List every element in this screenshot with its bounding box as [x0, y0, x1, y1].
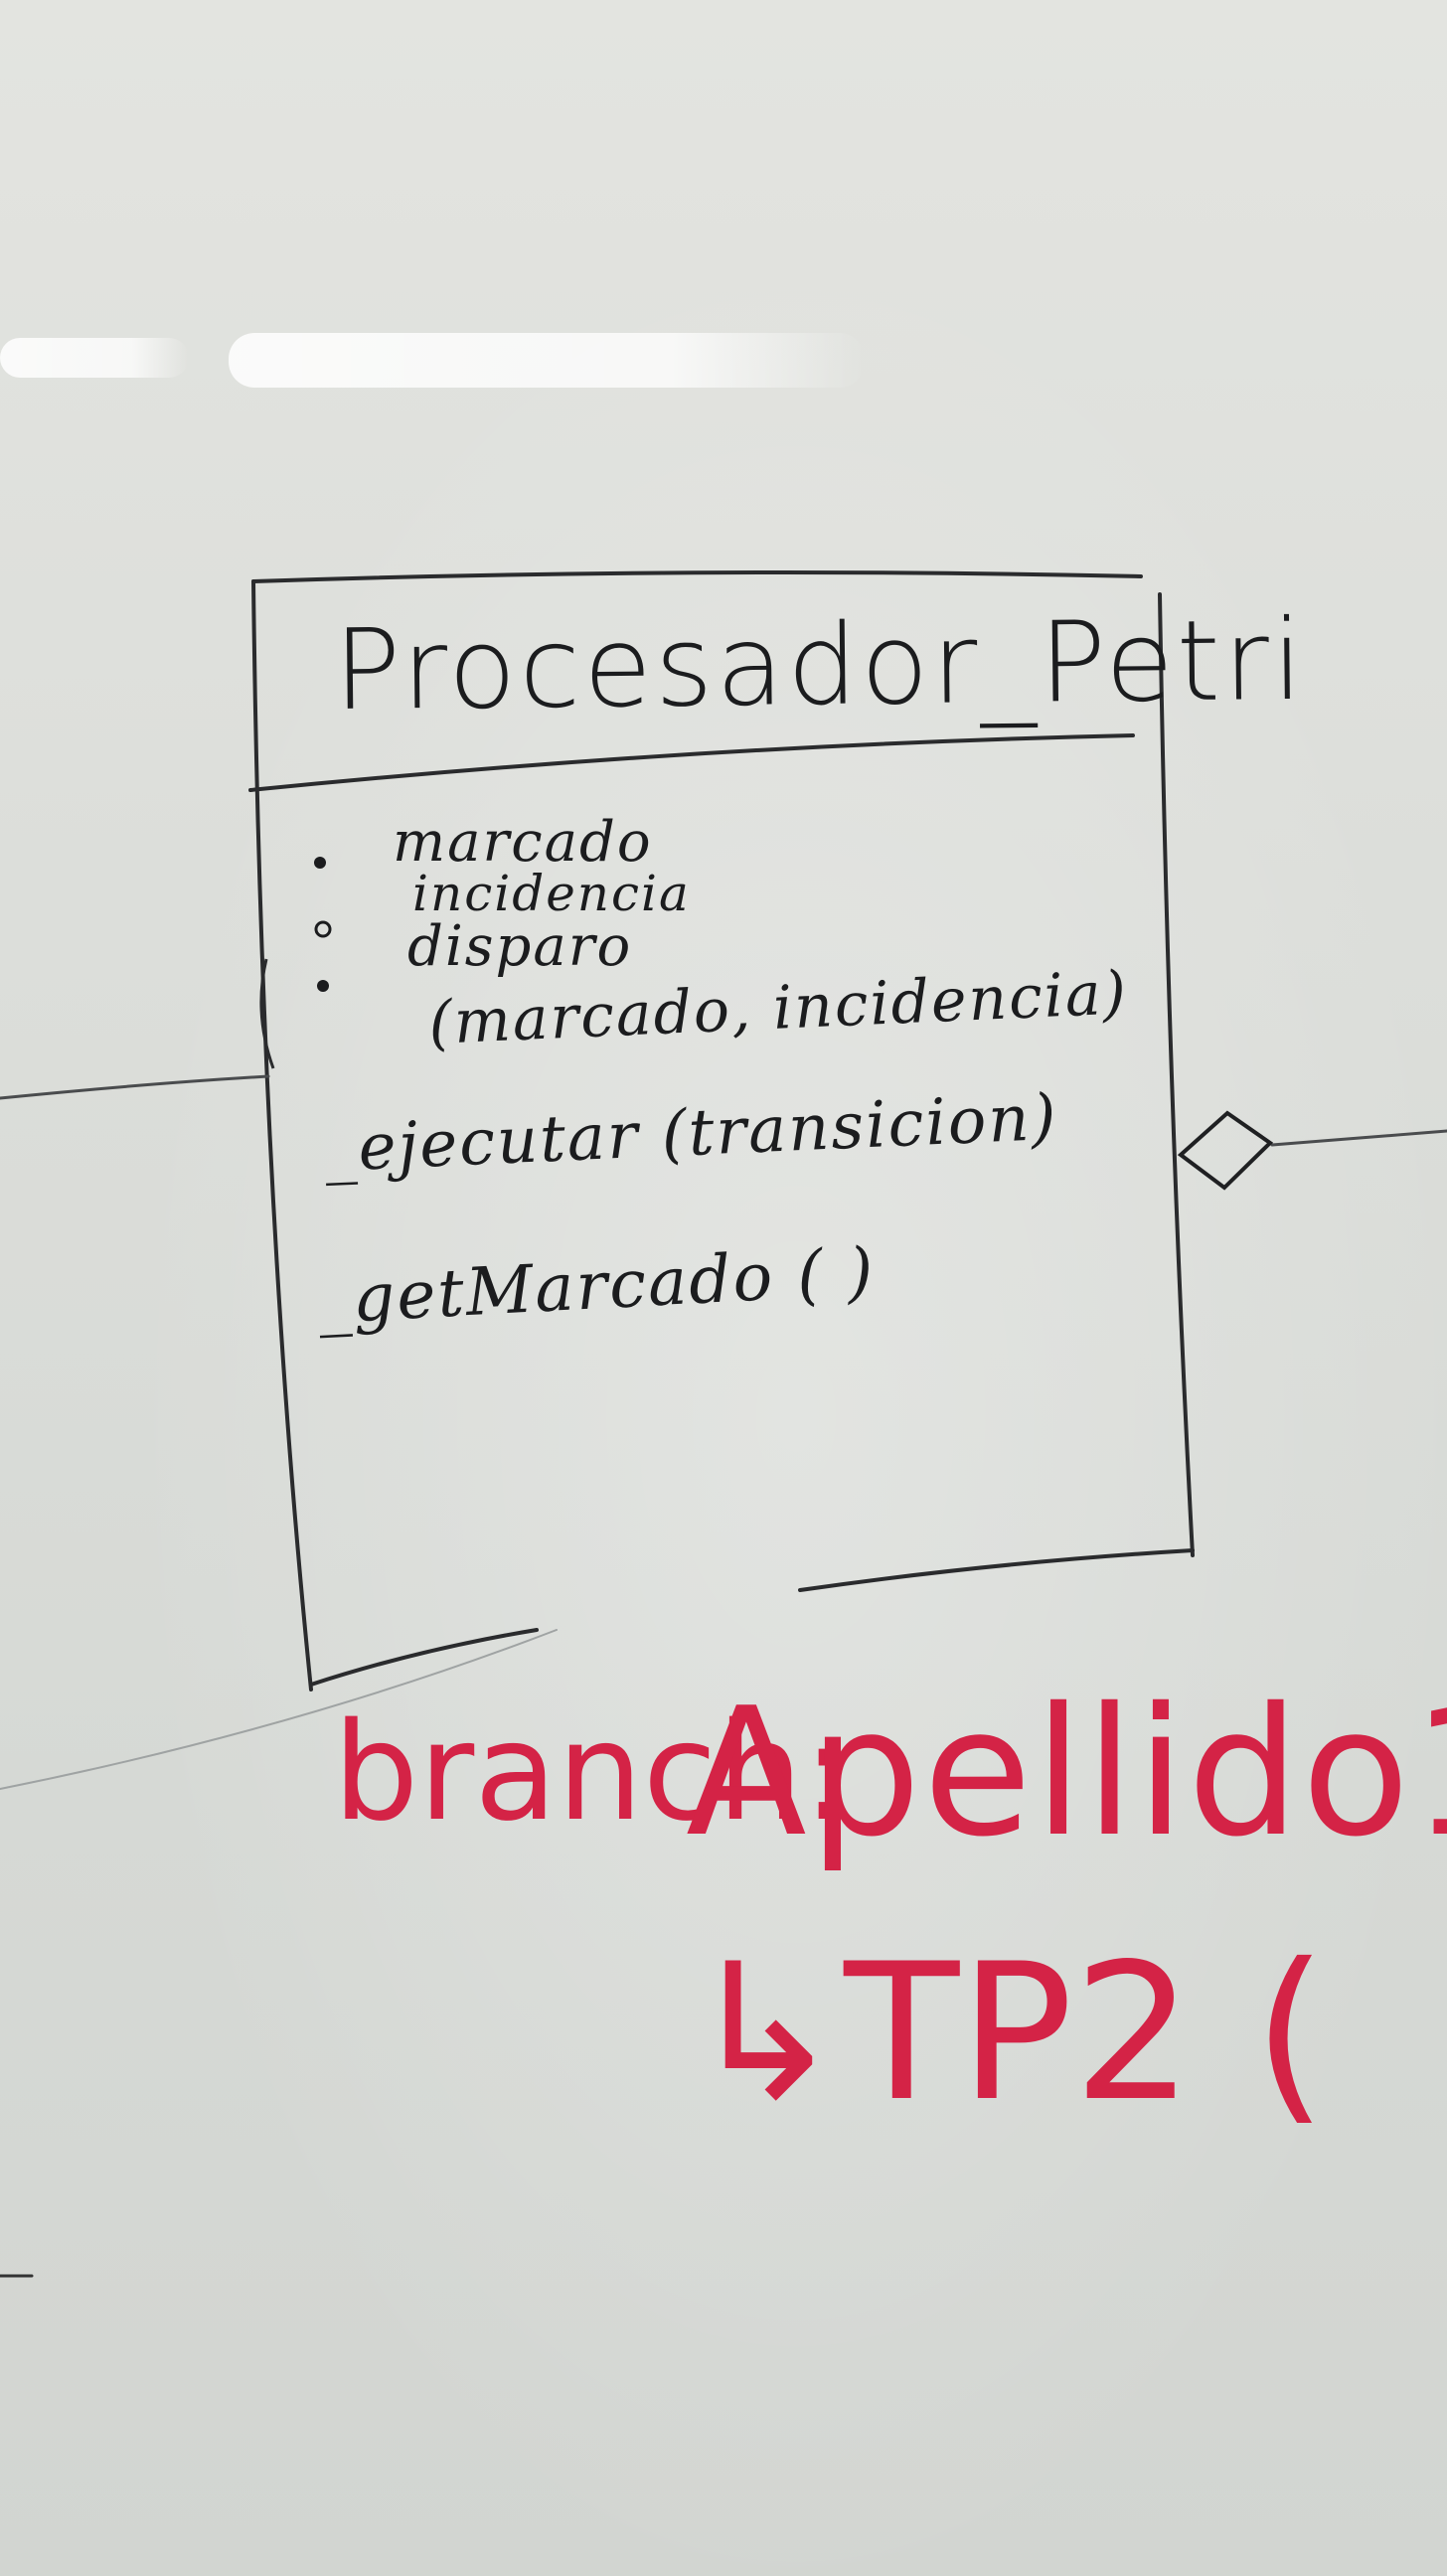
method-ejecutar: _ejecutar (transicion)	[323, 1080, 1059, 1187]
bullet-icon	[314, 857, 326, 869]
light-glare	[0, 333, 865, 388]
bullet-icon	[317, 980, 329, 992]
attribute-incidencia: incidencia	[412, 865, 691, 922]
aggregation-diamond-icon	[1177, 1110, 1274, 1191]
bullet-icon	[314, 920, 332, 938]
branch-label: branch:	[333, 1694, 849, 1852]
method-getmarcado: _getMarcado ( )	[316, 1232, 878, 1339]
right-association-line	[1270, 1129, 1447, 1147]
left-bracket-mark	[259, 958, 275, 1069]
class-box-left-edge	[251, 579, 313, 1691]
class-box-top-edge	[251, 570, 1143, 583]
left-association-line	[0, 1074, 270, 1100]
class-name: Procesador_Petri	[333, 595, 1307, 735]
class-box-title-divider	[248, 733, 1135, 792]
branch-name: Apellido1Ape	[686, 1670, 1447, 1875]
class-box-bottom-edge-right	[798, 1548, 1195, 1592]
attribute-marcado: marcado	[393, 810, 653, 875]
branch-sub-note: ↳TP2 (	[686, 1923, 1328, 2143]
class-box-bottom-edge-left	[309, 1628, 539, 1687]
attribute-disparo: disparo	[407, 914, 633, 979]
class-box-right-edge	[1158, 592, 1195, 1557]
